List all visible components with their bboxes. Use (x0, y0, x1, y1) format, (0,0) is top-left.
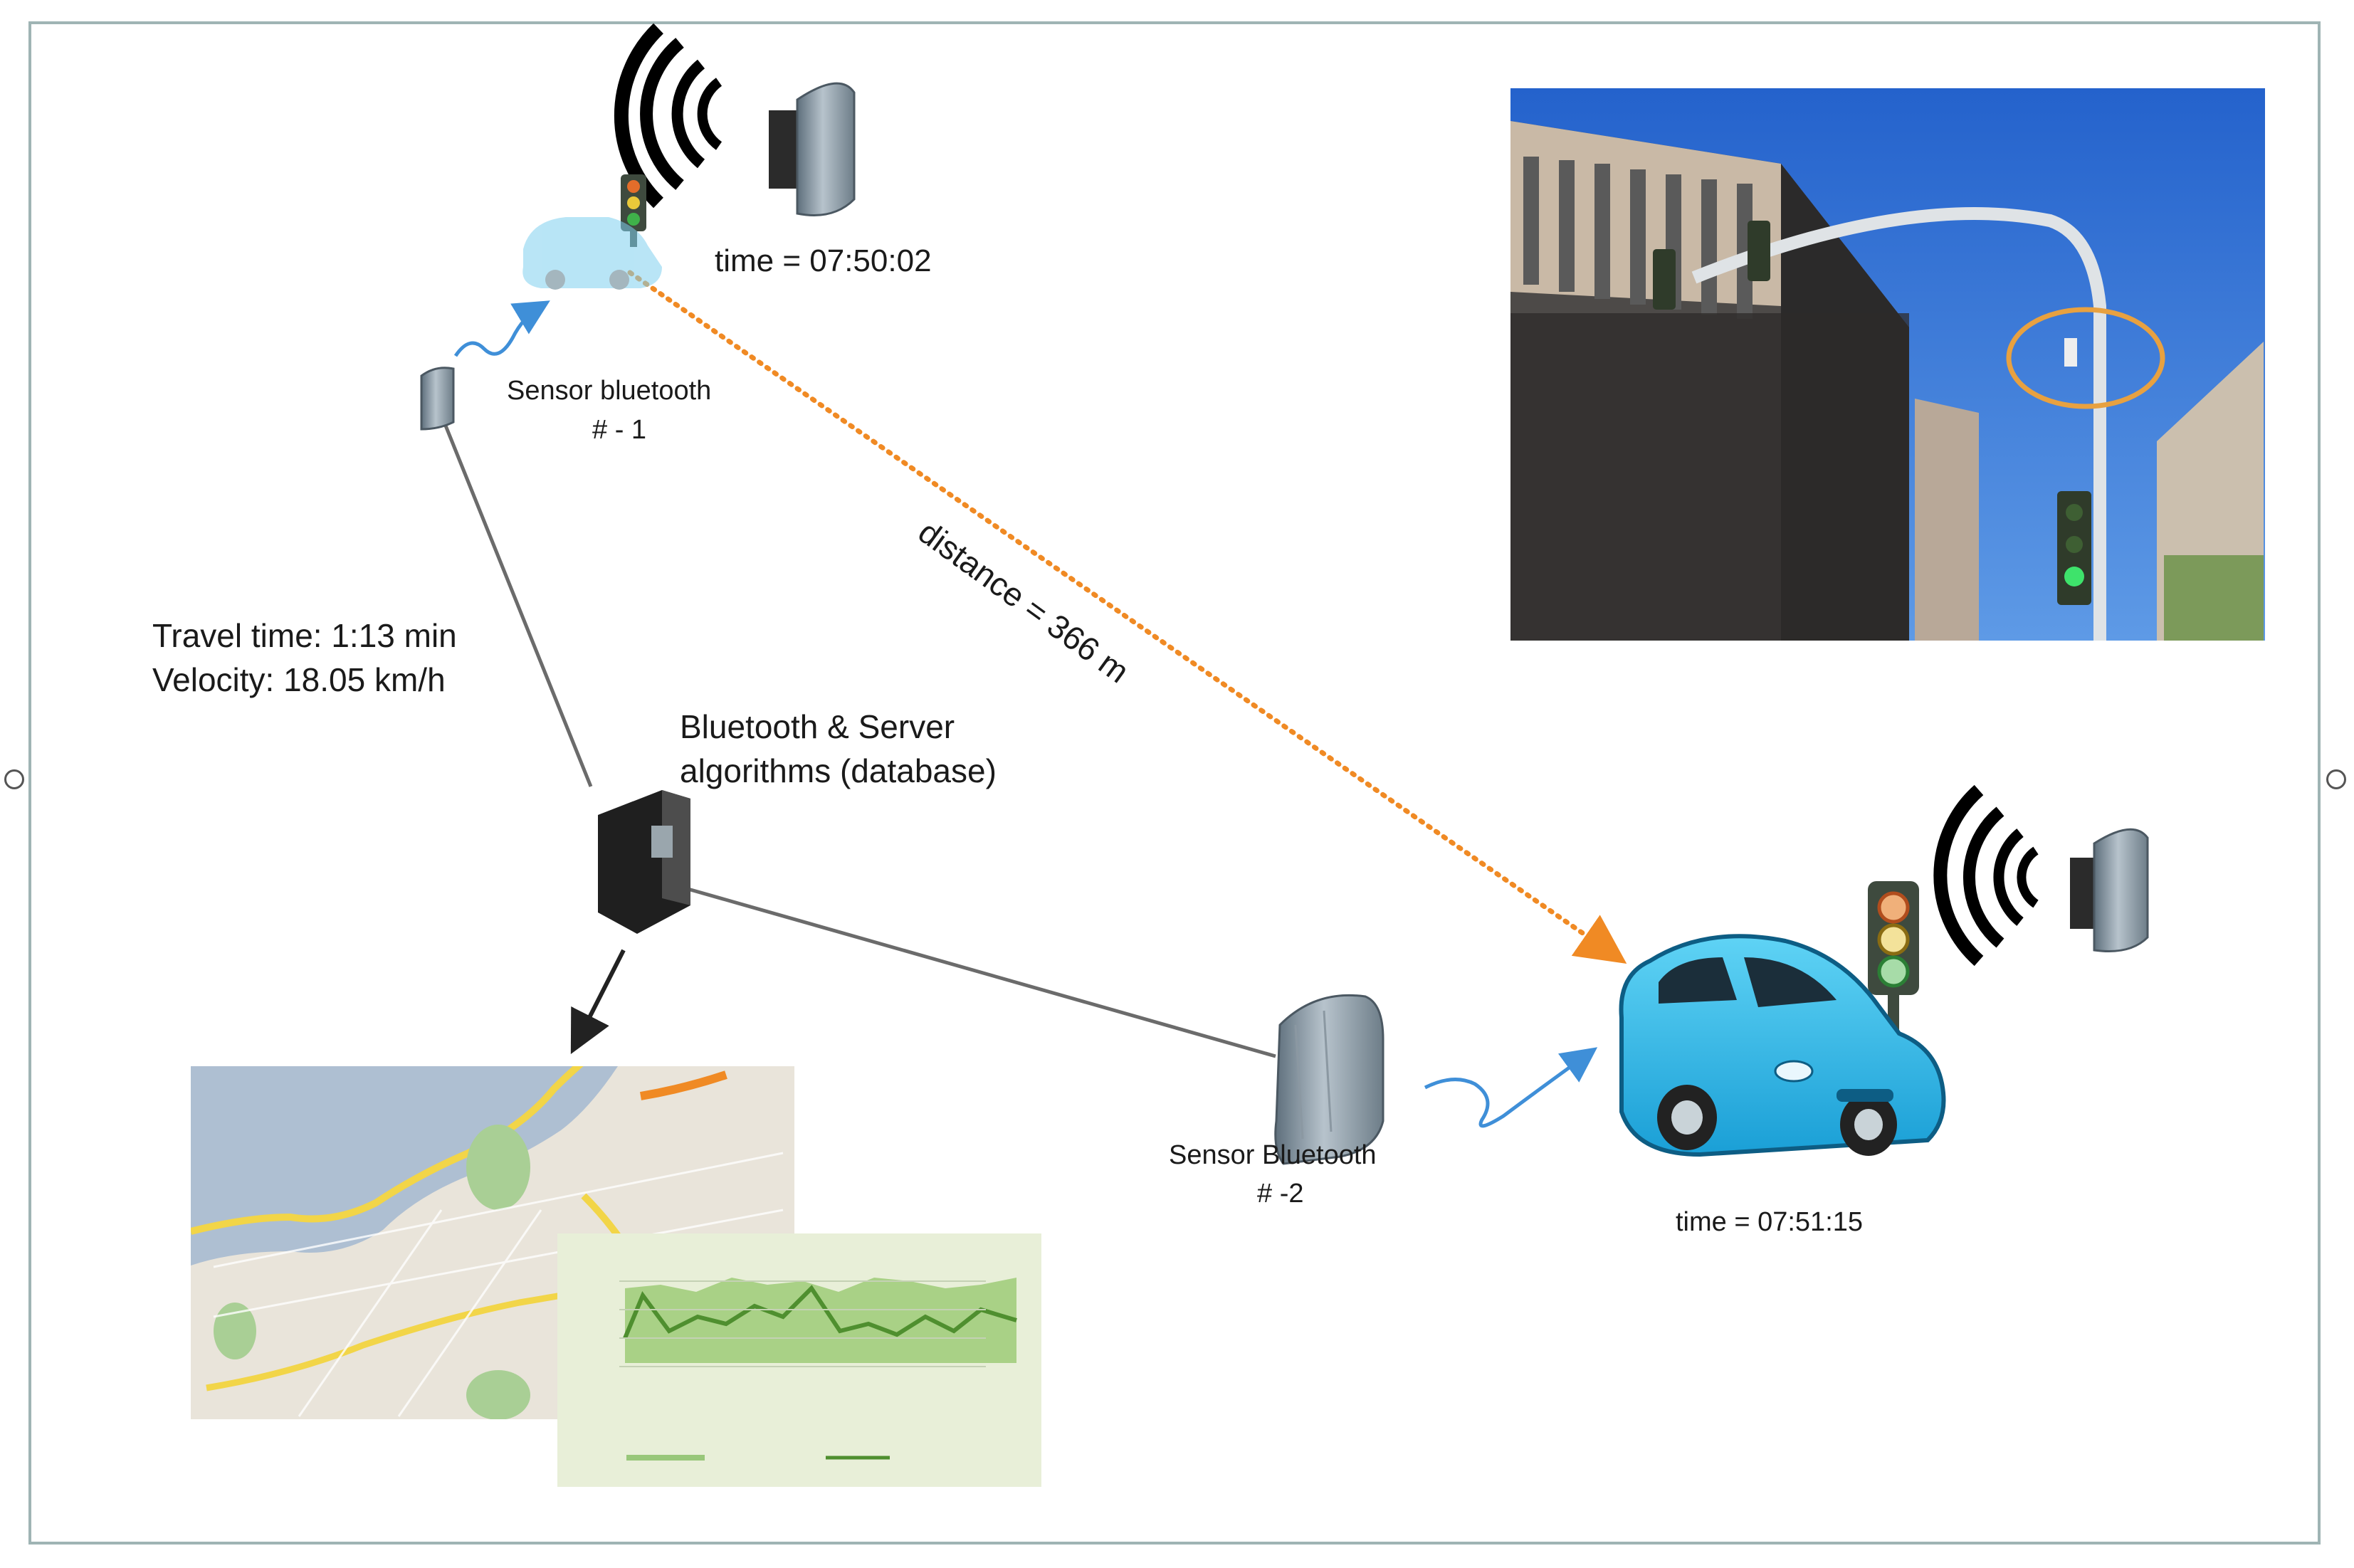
connector-server-sensor2 (685, 886, 1276, 1058)
signal-wave-arrow-2 (1424, 1047, 1598, 1128)
car-icon (1619, 934, 1946, 1157)
highlight-ellipse (2006, 307, 2165, 409)
car-icon (522, 217, 662, 290)
travel-time-label: Travel time: 1:13 min (152, 617, 457, 654)
server-label-line1: Bluetooth & Server (680, 708, 955, 745)
chart-thumbnail (557, 1233, 1041, 1487)
connector-sensor1-server (443, 425, 593, 787)
diagram-frame (28, 21, 2321, 1545)
street-photo (1510, 88, 2265, 641)
distance-line (627, 270, 1627, 964)
sensor2-label-line2: # -2 (1257, 1179, 1304, 1209)
traffic-light-icon (621, 174, 646, 247)
sensor2-label-line1: Sensor Bluetooth (1169, 1140, 1377, 1170)
bluetooth-signal-icon (1933, 784, 2039, 967)
time-label-sensor1: time = 07:50:02 (715, 243, 932, 278)
server-label-line2: algorithms (database) (680, 752, 997, 789)
arrow-server-map (570, 949, 626, 1055)
time-label-sensor2: time = 07:51:15 (1676, 1207, 1864, 1237)
resize-handle-left[interactable] (4, 769, 24, 789)
bluetooth-sensor-icon (1274, 994, 1384, 1165)
bluetooth-sensor-icon (769, 82, 856, 216)
bluetooth-sensor-icon (420, 367, 455, 431)
sensor1-label-line1: Sensor bluetooth (507, 376, 712, 406)
server-tower-icon (598, 790, 690, 934)
signal-wave-arrow-1 (453, 300, 550, 357)
traffic-light-icon (1868, 881, 1919, 1031)
resize-handle-right[interactable] (2326, 769, 2346, 789)
sensor1-label-line2: # - 1 (592, 415, 647, 445)
velocity-label: Velocity: 18.05 km/h (152, 661, 446, 698)
bluetooth-sensor-icon (2070, 828, 2149, 953)
